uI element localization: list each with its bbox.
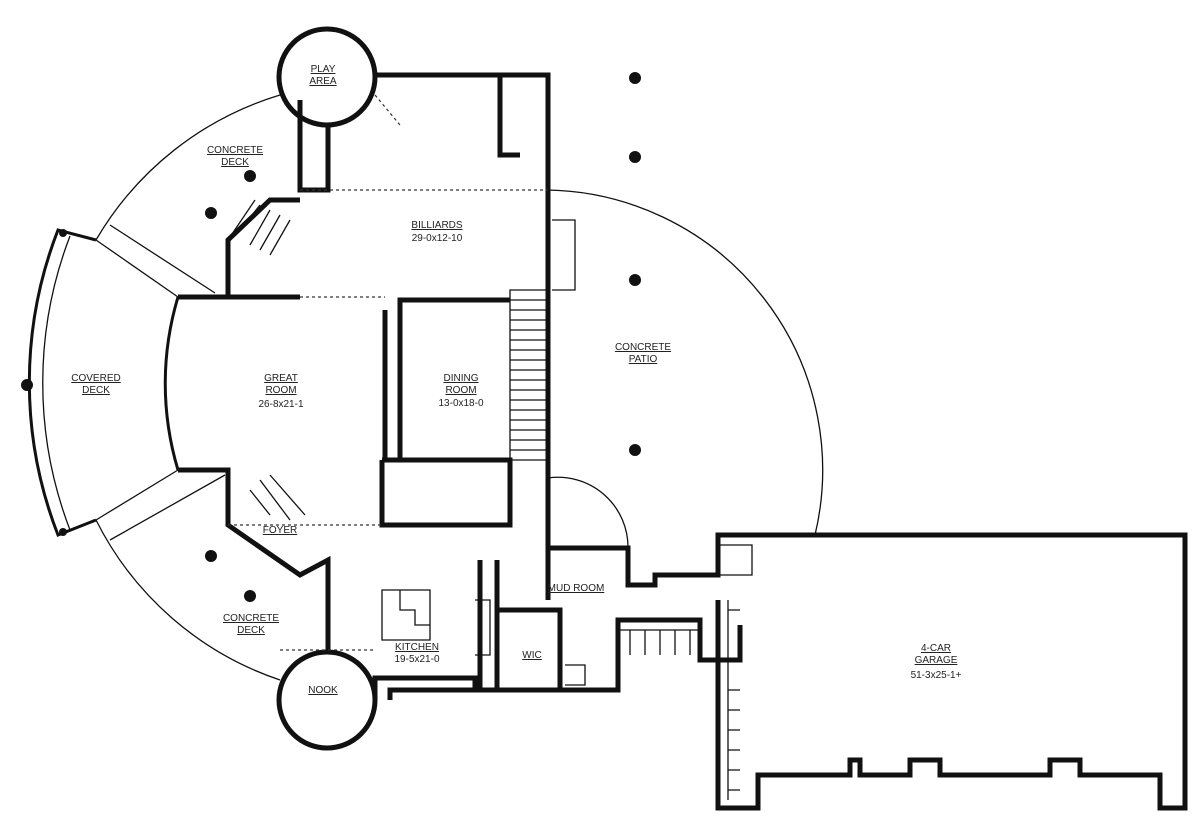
garage-label: 4-CAR [921, 643, 951, 654]
concrete-deck-bottom-outline [95, 519, 281, 681]
concrete-deck-bottom-label: CONCRETE [223, 613, 279, 624]
wic-label: WIC [522, 650, 541, 661]
kitchen-size: 19-5x21-0 [394, 654, 439, 665]
kitchen-label: KITCHEN [395, 642, 439, 653]
billiards-label: BILLIARDS [411, 220, 462, 231]
garage-label-2: GARAGE [915, 655, 958, 666]
great-room-label: GREAT [264, 373, 298, 384]
billiards-size: 29-0x12-10 [412, 233, 463, 244]
play-area-label-2: AREA [309, 76, 337, 87]
dining-room-label: DINING [444, 373, 479, 384]
foyer-label: FOYER [263, 525, 297, 536]
concrete-patio-label-2: PATIO [629, 354, 658, 365]
dining-room-size: 13-0x18-0 [438, 398, 483, 409]
great-room-label-2: ROOM [265, 385, 296, 396]
covered-deck-label-2: DECK [82, 385, 110, 396]
mud-room-label: MUD ROOM [548, 583, 605, 594]
nook-label: NOOK [308, 685, 338, 696]
concrete-deck-top-steps [95, 224, 216, 298]
concrete-patio-label: CONCRETE [615, 342, 671, 353]
garage-size: 51-3x25-1+ [911, 670, 962, 681]
concrete-deck-top-label-2: DECK [221, 157, 249, 168]
concrete-deck-bottom-label-2: DECK [237, 625, 265, 636]
concrete-deck-top-outline [95, 94, 281, 241]
interior-lines [227, 199, 753, 800]
dining-room-label-2: ROOM [445, 385, 476, 396]
concrete-deck-bottom-steps [95, 469, 226, 541]
covered-deck-label: COVERED [71, 373, 120, 384]
play-area-label: PLAY [311, 64, 336, 75]
concrete-deck-top-label: CONCRETE [207, 145, 263, 156]
nook-outline [276, 649, 378, 751]
great-room-arc [163, 296, 180, 471]
columns [21, 72, 641, 602]
patio-outline [547, 189, 824, 536]
open-boundaries [228, 94, 548, 651]
covered-deck-inner [42, 235, 71, 531]
exterior-walls [178, 72, 1188, 811]
great-room-size: 26-8x21-1 [258, 399, 303, 410]
